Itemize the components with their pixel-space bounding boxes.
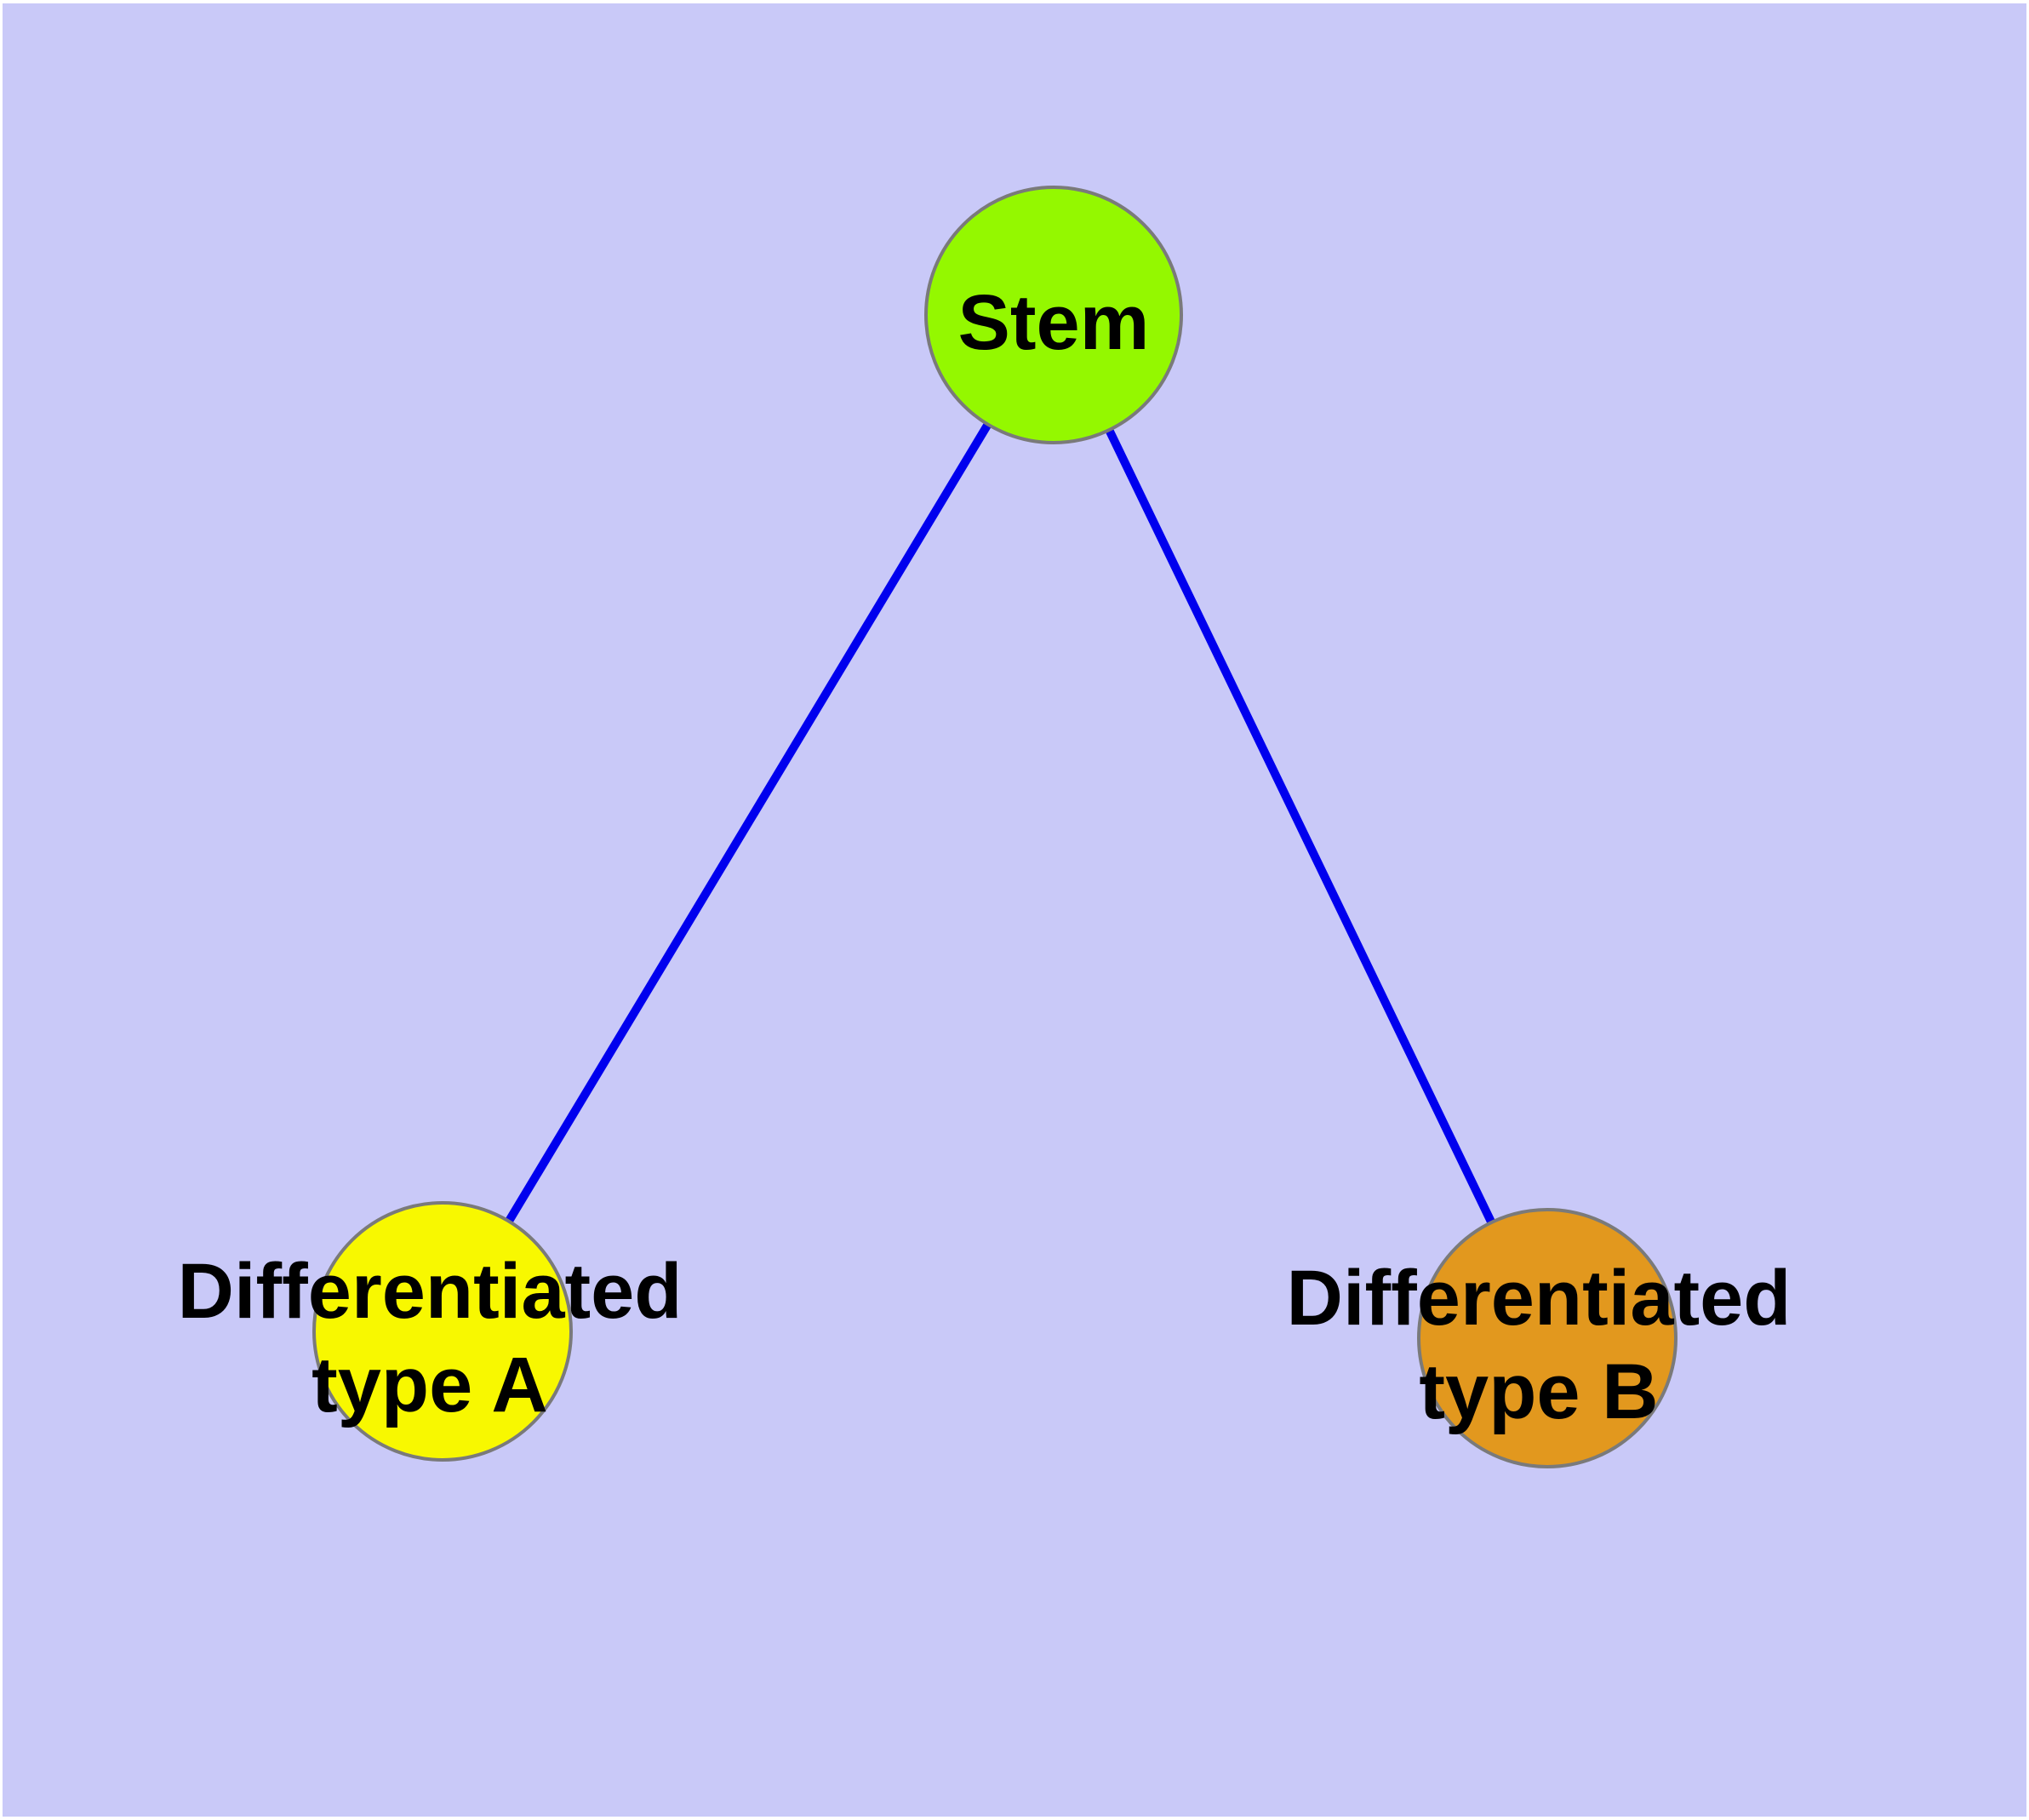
node-type-b-label-line1: Differentiated [1287,1255,1792,1342]
node-type-a-label-line2: type A [311,1342,548,1428]
edge-stem-to-type-a [438,311,1058,1336]
node-type-a-label-line1: Differentiated [178,1248,683,1335]
node-stem-label: Stem [958,279,1150,366]
node-differentiated-type-b [1417,1208,1677,1468]
node-type-b-label-line2: type B [1419,1348,1658,1435]
node-differentiated-type-a [312,1201,573,1462]
edge-stem-to-type-b [1049,311,1552,1342]
node-stem [924,186,1183,444]
